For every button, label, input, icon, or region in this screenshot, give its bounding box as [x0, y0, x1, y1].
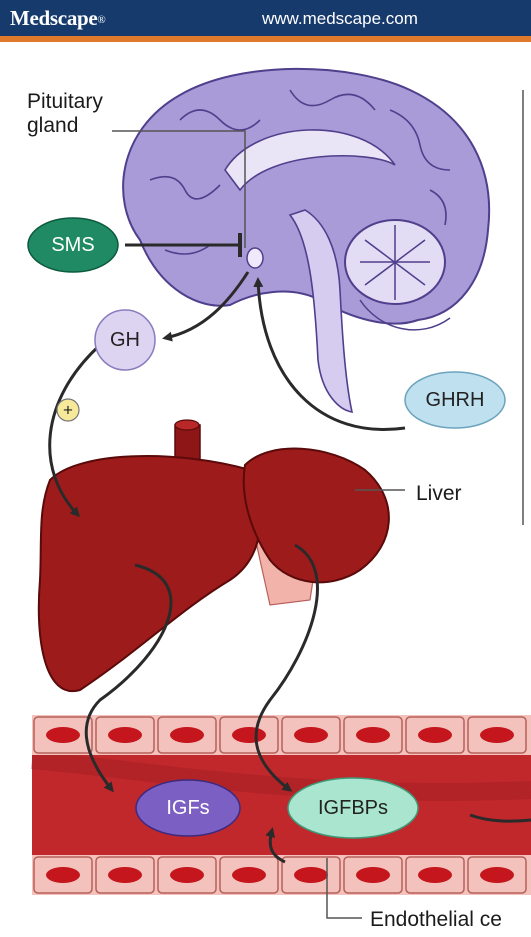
igfbps-label: IGFBPs — [318, 797, 388, 819]
liver-illustration — [39, 420, 389, 691]
cell-nucleus — [418, 727, 452, 743]
cell-nucleus — [480, 867, 514, 883]
pituitary-gland-label: Pituitary gland — [27, 90, 157, 138]
sms-node: SMS — [28, 218, 118, 272]
liver-label: Liver — [416, 482, 462, 506]
cell-nucleus — [170, 727, 204, 743]
cell-nucleus — [294, 867, 328, 883]
plus-icon: + — [63, 401, 73, 420]
cell-nucleus — [356, 727, 390, 743]
cell-nucleus — [418, 867, 452, 883]
cell-nucleus — [108, 867, 142, 883]
igfs-node: IGFs — [136, 780, 240, 836]
cell-nucleus — [108, 727, 142, 743]
cell-nucleus — [232, 867, 266, 883]
cell-nucleus — [46, 867, 80, 883]
endothelial-cells-label: Endothelial ce — [370, 908, 502, 932]
ghrh-label: GHRH — [426, 389, 485, 411]
cell-nucleus — [46, 727, 80, 743]
cell-nucleus — [232, 727, 266, 743]
gh-node: GH — [95, 310, 155, 370]
igfs-label: IGFs — [166, 797, 209, 819]
ghrh-node: GHRH — [405, 372, 505, 428]
cell-nucleus — [356, 867, 390, 883]
cell-nucleus — [480, 727, 514, 743]
stimulate-sign: + — [57, 399, 79, 421]
sms-label: SMS — [51, 234, 94, 256]
igfbps-node: IGFBPs — [288, 778, 418, 838]
cell-nucleus — [170, 867, 204, 883]
brain-illustration — [123, 69, 489, 412]
gh-label: GH — [110, 329, 140, 351]
cell-nucleus — [294, 727, 328, 743]
